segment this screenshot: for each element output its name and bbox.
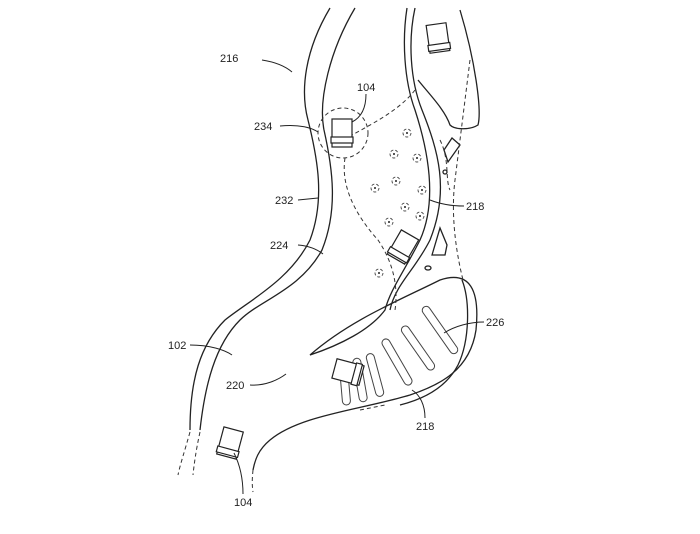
- parking-slots: [339, 305, 459, 406]
- right-dashed-boundary: [452, 59, 471, 281]
- tree-icon: [389, 149, 399, 159]
- road-dashed-end-left: [177, 431, 191, 476]
- label-220: 220: [226, 380, 244, 392]
- tree-icon: [417, 185, 427, 195]
- label-234: 234: [254, 121, 272, 133]
- tree-icon: [384, 217, 394, 227]
- vehicle-icon: [425, 22, 452, 54]
- label-232: 232: [275, 195, 293, 207]
- vehicle-icon: [386, 229, 420, 265]
- detection-zone-circle: [317, 107, 369, 159]
- label-218-bottom: 218: [416, 421, 434, 433]
- shrub-2: [431, 226, 448, 256]
- label-216: 216: [220, 53, 238, 65]
- road-inner-edge: [199, 7, 356, 431]
- label-218-top: 218: [466, 201, 484, 213]
- inner-dashed: [439, 139, 451, 191]
- right-boundary-inner: [252, 7, 478, 471]
- vehicle-icon: [330, 118, 354, 148]
- rock-2: [424, 265, 432, 271]
- tree-icon: [400, 202, 410, 212]
- road-dashed-end-right: [192, 431, 201, 476]
- leader-lines: [189, 59, 485, 495]
- tree-icon: [374, 268, 384, 278]
- label-226: 226: [486, 317, 504, 329]
- label-102: 102: [168, 340, 186, 352]
- zone-dashed-boundary: [343, 89, 416, 311]
- lower-boundary-dashed: [251, 469, 254, 493]
- rock-1: [442, 169, 448, 175]
- tree-icon: [391, 176, 401, 186]
- road-outer-edge: [189, 7, 331, 431]
- shrub-1: [443, 137, 461, 164]
- vehicle-icon: [215, 426, 245, 460]
- tree-icon: [370, 183, 380, 193]
- label-224: 224: [270, 240, 288, 252]
- label-104-bottom: 104: [234, 497, 252, 509]
- tree-icon: [402, 128, 412, 138]
- tree-icon: [415, 211, 425, 221]
- pond: [417, 9, 480, 130]
- tree-icon: [412, 153, 422, 163]
- label-104-top: 104: [357, 82, 375, 94]
- right-boundary: [389, 7, 442, 311]
- tree-markers: [370, 128, 427, 278]
- vehicle-icon: [331, 357, 365, 387]
- parking-outer-edge: [399, 279, 469, 406]
- lower-dashes: [359, 404, 386, 411]
